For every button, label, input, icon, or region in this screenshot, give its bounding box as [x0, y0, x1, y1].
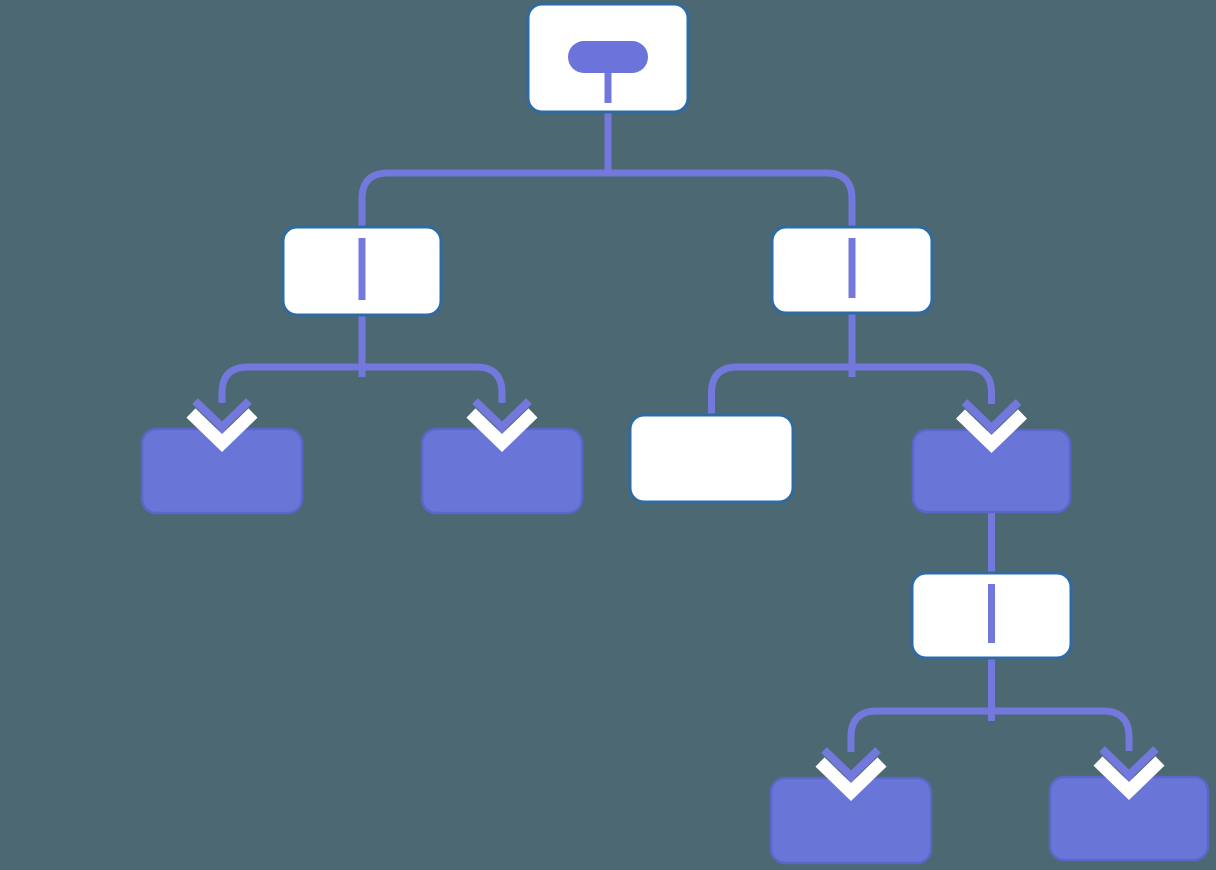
chevron-highlight	[815, 757, 887, 802]
chevron-arrowhead	[1099, 746, 1159, 781]
pill-icon	[568, 41, 648, 73]
chevron-arrowhead	[821, 747, 881, 782]
node-layer	[140, 2, 1210, 865]
chevron-arrowhead	[472, 398, 532, 433]
node-leaf-white[interactable]	[628, 413, 795, 504]
chevron-arrowhead	[192, 398, 252, 433]
connector-bar-root	[358, 169, 856, 230]
chevron-highlight	[466, 408, 538, 453]
vertical-bar-icon	[988, 584, 995, 643]
chevron-highlight	[1093, 756, 1165, 801]
double-chevron-down-icon	[186, 398, 258, 453]
connector-layer	[218, 109, 1133, 752]
vertical-bar-icon	[358, 238, 366, 300]
arrow-layer	[186, 398, 1165, 802]
vertical-bar-icon	[848, 238, 856, 298]
double-chevron-down-icon	[955, 399, 1028, 454]
connector-bar-branch-bottom	[847, 707, 1133, 752]
pill-stem	[604, 60, 612, 103]
connector-bar-branch-right	[708, 363, 995, 418]
chevron-highlight	[955, 409, 1028, 454]
chevron-arrowhead	[961, 399, 1022, 434]
pill-with-stem-icon	[568, 41, 648, 103]
connector-bar-branch-left	[218, 363, 506, 403]
double-chevron-down-icon	[815, 747, 887, 802]
double-chevron-down-icon	[466, 398, 538, 453]
double-chevron-down-icon	[1093, 746, 1165, 801]
chevron-highlight	[186, 408, 258, 453]
icon-layer	[358, 41, 995, 643]
